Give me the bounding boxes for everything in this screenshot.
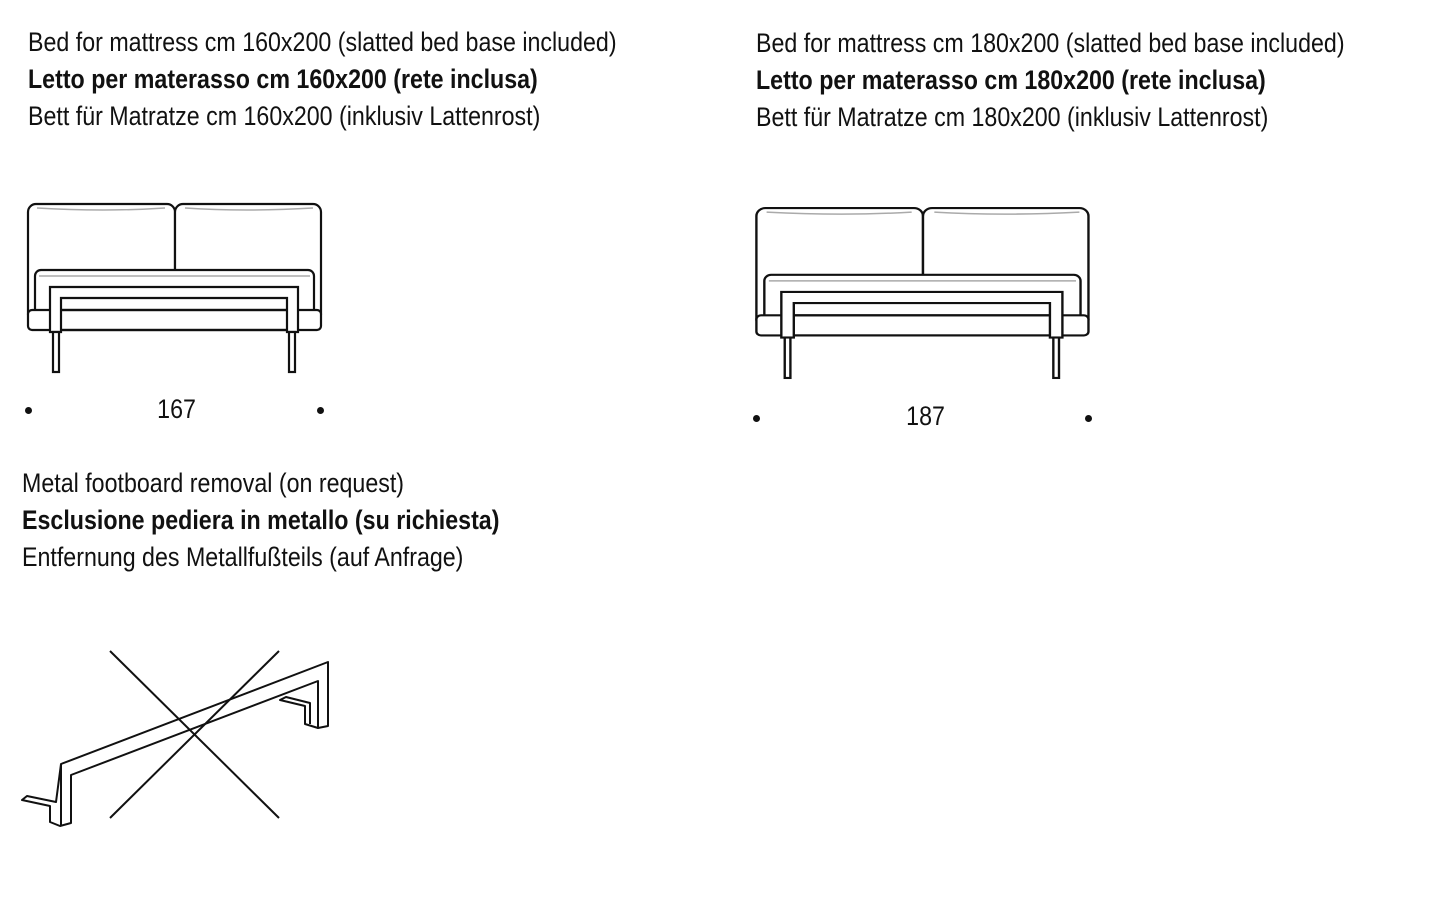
bed-180-width-label: 187 [906, 401, 945, 431]
footboard-english: Metal footboard removal (on request) [22, 468, 405, 498]
footboard-italian: Esclusione pediera in metallo (su richie… [22, 505, 500, 535]
bed-180-drawing [755, 206, 1090, 380]
footboard-removal-text: Metal footboard removal (on request) Esc… [22, 465, 577, 576]
option-160-english: Bed for mattress cm 160x200 (slatted bed… [28, 27, 617, 57]
bed-160-width-label: 167 [157, 394, 196, 424]
option-160-german: Bett für Matratze cm 160x200 (inklusiv L… [28, 101, 541, 131]
bed-160-drawing [26, 202, 323, 374]
dimension-marker-left [25, 407, 32, 414]
option-160-text: Bed for mattress cm 160x200 (slatted bed… [28, 24, 712, 135]
option-160-italian: Letto per materasso cm 160x200 (rete inc… [28, 64, 538, 94]
option-180-text: Bed for mattress cm 180x200 (slatted bed… [756, 25, 1440, 136]
dimension-marker-right [1085, 415, 1092, 422]
option-180-german: Bett für Matratze cm 180x200 (inklusiv L… [756, 102, 1269, 132]
footboard-german: Entfernung des Metallfußteils (auf Anfra… [22, 542, 464, 572]
option-180-english: Bed for mattress cm 180x200 (slatted bed… [756, 28, 1345, 58]
dimension-marker-left [753, 415, 760, 422]
dimension-marker-right [317, 407, 324, 414]
option-180-italian: Letto per materasso cm 180x200 (rete inc… [756, 65, 1266, 95]
footboard-icon [21, 661, 329, 827]
